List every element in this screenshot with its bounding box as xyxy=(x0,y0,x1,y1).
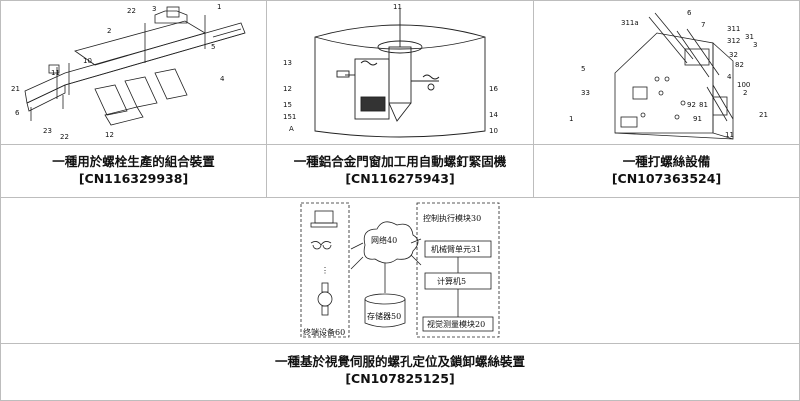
fig-label: 91 xyxy=(693,115,702,123)
fig-label: 23 xyxy=(43,127,52,135)
network-label: 网络40 xyxy=(371,235,397,245)
computer-label: 计算机5 xyxy=(437,276,466,286)
patent-caption-1: 一種用於螺栓生產的組合裝置 [CN116329938] xyxy=(1,153,266,187)
fig-label: 16 xyxy=(489,85,498,93)
fig-label: 33 xyxy=(581,89,590,97)
patent-caption-2: 一種鋁合金門窗加工用自動螺釘緊固機 [CN116275943] xyxy=(267,153,533,187)
patent-title: 一種打螺絲設備 xyxy=(622,154,711,169)
fig-label: 2 xyxy=(107,27,111,35)
fig-label: 92 xyxy=(687,101,696,109)
divider xyxy=(1,197,799,198)
fig-label: 5 xyxy=(211,43,215,51)
fig-label: 10 xyxy=(489,127,498,135)
fig-label: 21 xyxy=(759,111,768,119)
fig-label: 1 xyxy=(217,3,221,11)
fig-label: 6 xyxy=(687,9,692,17)
fig-label: 82 xyxy=(735,61,744,69)
fig-label: 4 xyxy=(220,75,225,83)
patent-title: 一種用於螺栓生產的組合裝置 xyxy=(52,154,215,169)
fig-label: 10 xyxy=(83,57,92,65)
divider xyxy=(1,144,799,145)
figure-bolt-production-device: 22 3 1 2 4 5 21 22 12 11 6 10 23 xyxy=(5,3,263,143)
patent-number: [CN107363524] xyxy=(611,171,722,186)
patent-number: [CN107825125] xyxy=(345,371,455,386)
fig-label: 22 xyxy=(127,7,136,15)
fig-label: 3 xyxy=(152,5,156,13)
fig-label: 31 xyxy=(745,33,754,41)
fig-label: 15 xyxy=(283,101,292,109)
fig-label: 5 xyxy=(581,65,585,73)
fig-label: 151 xyxy=(283,113,296,121)
fig-label: 100 xyxy=(737,81,750,89)
fig-label: 12 xyxy=(283,85,292,93)
fig-label: 2 xyxy=(743,89,747,97)
fig-label: 11 xyxy=(51,69,60,77)
fig-label: 6 xyxy=(15,109,20,117)
control-label: 控制执行模块30 xyxy=(423,213,481,223)
fig-label: 4 xyxy=(727,73,732,81)
divider xyxy=(533,1,534,197)
glasses-icon xyxy=(310,241,332,250)
watch-icon xyxy=(317,291,333,307)
fig-label: 22 xyxy=(60,133,69,141)
vision-label: 视觉测量模块20 xyxy=(427,319,485,329)
divider xyxy=(266,1,267,197)
fig-label: 32 xyxy=(729,51,738,59)
patent-number: [CN116329938] xyxy=(78,171,189,186)
patent-title: 一種鋁合金門窗加工用自動螺釘緊固機 xyxy=(293,154,507,169)
fig-label: 1 xyxy=(569,115,573,123)
fig-label: 13 xyxy=(283,59,292,67)
fig-label: 14 xyxy=(489,111,498,119)
patent-caption-3: 一種打螺絲設備 [CN107363524] xyxy=(534,153,799,187)
fig-label: 7 xyxy=(701,21,705,29)
patent-caption-4: 一種基於視覺伺服的螺孔定位及鎖卸螺絲裝置 [CN107825125] xyxy=(1,353,799,387)
fig-label: 81 xyxy=(699,101,708,109)
fig-label: 311 xyxy=(727,25,740,33)
fig-label: 21 xyxy=(11,85,20,93)
figure-screw-fastening-machine: 11 13 12 15 151 A 16 14 10 xyxy=(271,3,529,143)
patent-number: [CN116275943] xyxy=(345,171,455,186)
fig-label: 12 xyxy=(105,131,114,139)
figure-screwing-equipment: 311a 6 7 311 312 31 3 32 5 82 4 100 33 9… xyxy=(537,3,795,143)
fig-label: 312 xyxy=(727,37,740,45)
arm-label: 机械臂单元31 xyxy=(431,244,481,254)
patent-title: 一種基於視覺伺服的螺孔定位及鎖卸螺絲裝置 xyxy=(274,354,525,369)
computer-icon xyxy=(314,210,334,224)
fig-label: 311a xyxy=(621,19,639,27)
terminal-ellipsis: ⋮ xyxy=(321,266,329,275)
fig-label: 11 xyxy=(725,131,734,139)
fig-label: 11 xyxy=(393,3,402,11)
fig-label: A xyxy=(289,125,294,133)
storage-label: 存储器50 xyxy=(367,311,401,321)
terminal-group-box xyxy=(300,202,350,338)
fig-label: 3 xyxy=(753,41,757,49)
network-cloud xyxy=(363,221,419,264)
control-group-box xyxy=(416,202,500,338)
divider xyxy=(1,343,799,344)
terminal-label: 终端设备60 xyxy=(303,327,345,337)
figure-vision-servo-diagram: ⋮ 网络40 存储器50 控制执行模块30 机械臂单元31 计算机5 视觉测量模… xyxy=(297,199,503,341)
